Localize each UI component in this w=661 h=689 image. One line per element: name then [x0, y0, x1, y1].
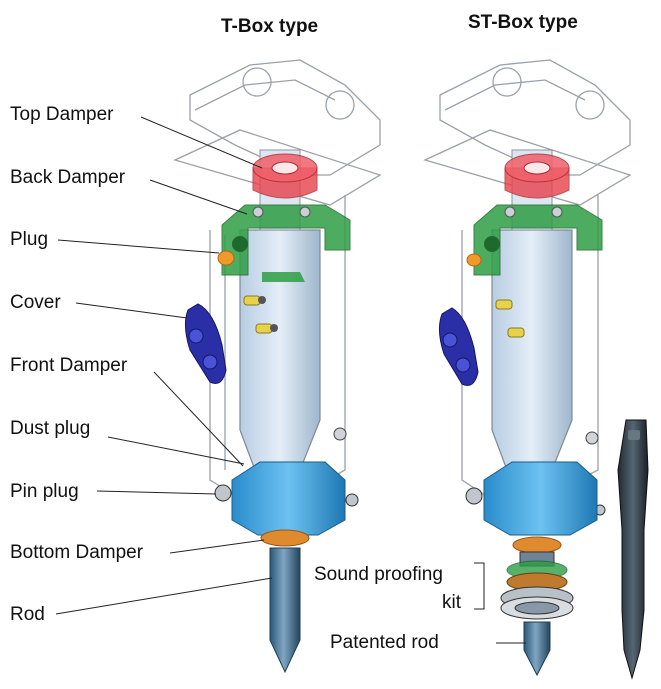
- st-box-fittings: [495, 299, 525, 338]
- label-cover: Cover: [10, 292, 61, 313]
- t-box-bottom-box: [231, 461, 346, 536]
- title-t-box: T-Box type: [221, 16, 319, 37]
- sound-proofing-kit: [500, 536, 574, 620]
- label-bottom-damper: Bottom Damper: [10, 542, 144, 563]
- t-box-plug: [217, 250, 235, 266]
- leader-bottom-damper: [169, 539, 265, 554]
- label-top-damper: Top Damper: [10, 104, 114, 125]
- leader-plug: [57, 239, 220, 254]
- label-dust-plug: Dust plug: [10, 418, 91, 439]
- label-front-damper: Front Damper: [10, 355, 128, 376]
- st-box-body: [491, 229, 573, 471]
- t-box-back-damper: [221, 204, 351, 282]
- st-box-rod: [523, 621, 551, 677]
- st-box-plug: [466, 253, 482, 267]
- t-box-fittings: [243, 295, 278, 334]
- title-st-box: ST-Box type: [468, 12, 578, 33]
- t-box-cover: [184, 303, 227, 384]
- st-box-cover: [438, 307, 479, 386]
- leader-dust-plug: [107, 436, 245, 465]
- leader-cover: [75, 302, 188, 319]
- st-box-top-damper: [504, 153, 570, 199]
- leader-sound-proofing-bracket: [474, 562, 485, 610]
- st-box-back-damper: [473, 204, 603, 276]
- label-rod: Rod: [10, 604, 45, 625]
- label-sound-proofing: Sound proofing: [314, 564, 443, 585]
- leader-rod: [55, 577, 273, 615]
- t-box-top-damper: [252, 153, 318, 199]
- leader-pin-plug: [96, 490, 217, 495]
- leader-back-damper: [149, 179, 248, 215]
- t-box-bottom-damper: [260, 529, 310, 547]
- label-plug: Plug: [10, 229, 49, 250]
- t-box-body: [239, 229, 321, 471]
- st-box-breaker: [423, 59, 632, 677]
- leader-front-damper: [153, 371, 244, 467]
- label-back-damper: Back Damper: [10, 167, 126, 188]
- st-box-bottom-box: [483, 461, 598, 536]
- label-sound-proofing-kit: kit: [442, 592, 461, 613]
- t-box-breaker: [173, 59, 382, 674]
- t-box-dust-plug: [333, 427, 347, 441]
- patented-rod-standalone: [617, 419, 649, 680]
- leader-top-damper: [140, 116, 263, 169]
- t-box-rod: [269, 547, 301, 674]
- leader-lines: [55, 116, 526, 644]
- t-box-pin-plug: [214, 484, 232, 502]
- label-patented-rod: Patented rod: [330, 632, 439, 653]
- label-pin-plug: Pin plug: [10, 481, 79, 502]
